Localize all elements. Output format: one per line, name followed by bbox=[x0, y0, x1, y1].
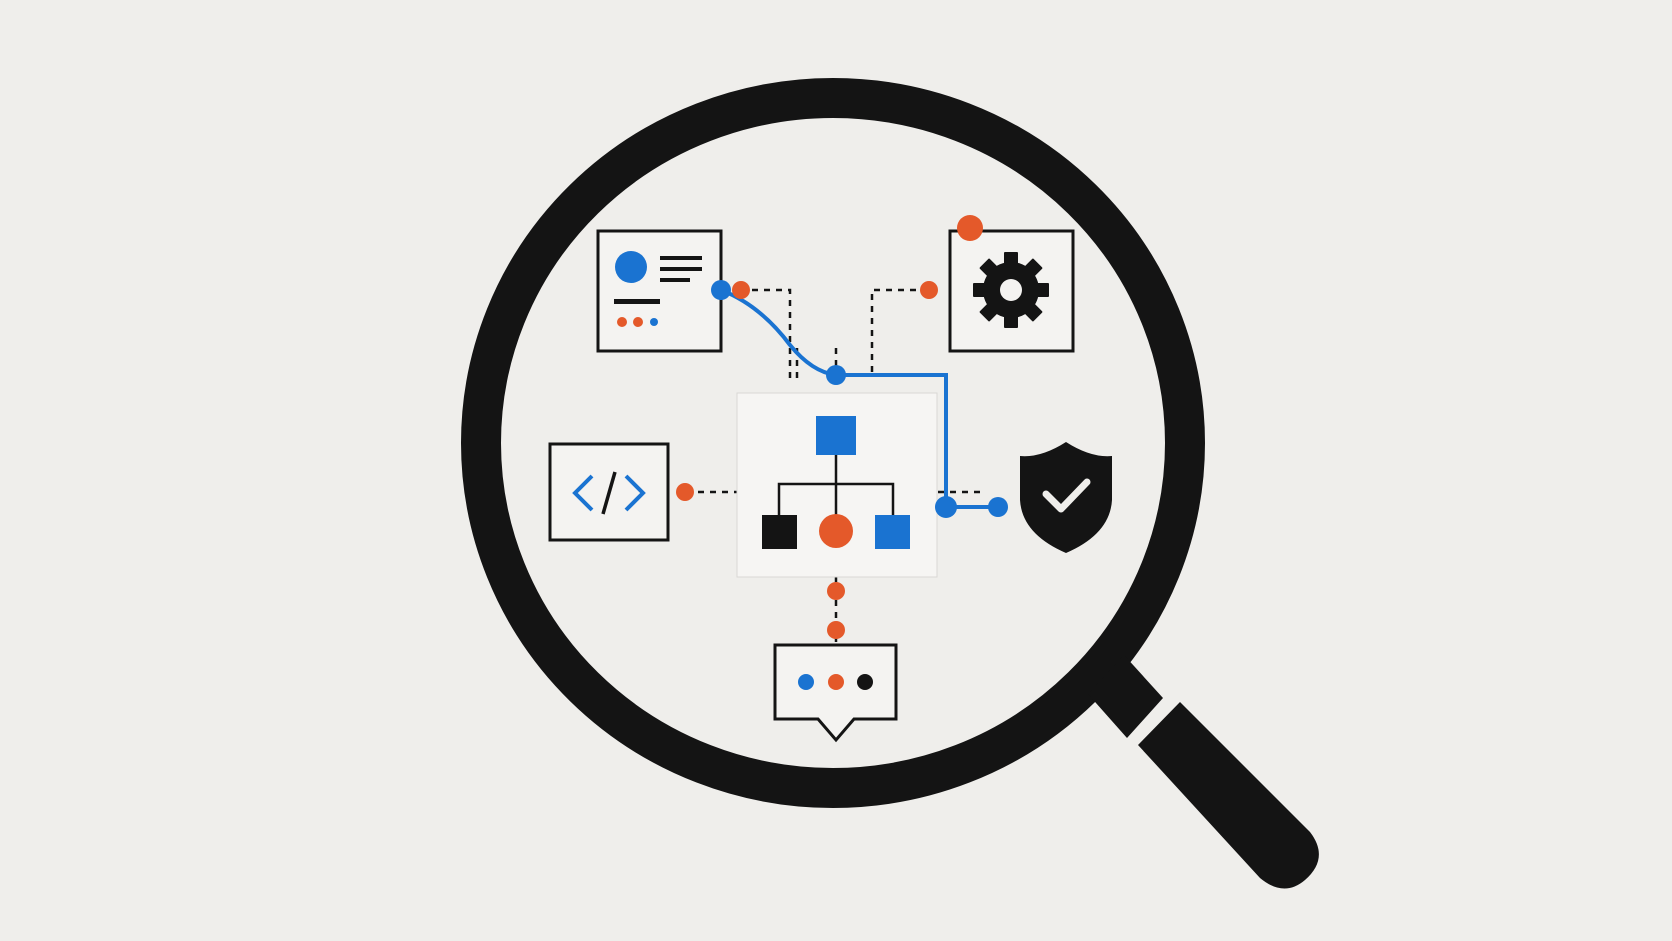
magnifying-glass-icon bbox=[461, 78, 1319, 889]
gear-icon bbox=[973, 252, 1049, 328]
chat-bubble-icon bbox=[773, 643, 898, 743]
code-card bbox=[548, 442, 670, 542]
avatar bbox=[615, 251, 647, 283]
gear-card bbox=[948, 229, 1075, 353]
profile-card-icon bbox=[596, 229, 723, 353]
lens-handle bbox=[1138, 702, 1319, 889]
lens-neck bbox=[1088, 655, 1163, 738]
shield-check-icon bbox=[1020, 442, 1112, 553]
hierarchy-diagram-icon bbox=[762, 416, 910, 549]
lens-rim bbox=[461, 78, 1205, 808]
hierarchy-card bbox=[736, 392, 938, 578]
code-brackets-icon bbox=[572, 471, 646, 515]
connector-nodes bbox=[676, 215, 1008, 639]
